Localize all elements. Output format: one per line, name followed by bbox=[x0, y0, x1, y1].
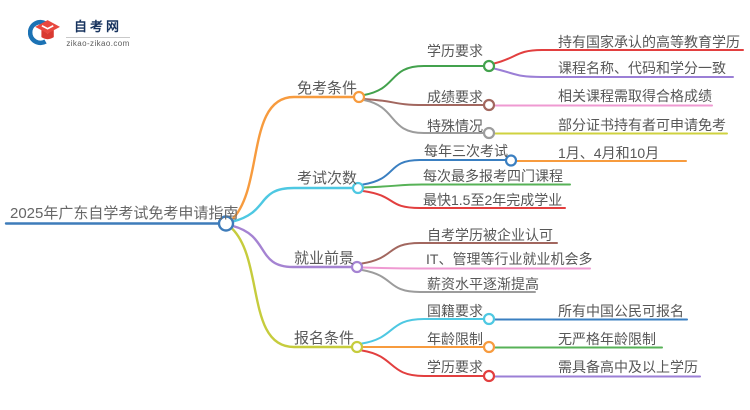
edge-three-exams-per-year bbox=[362, 159, 506, 186]
node-circle-career-prospects bbox=[350, 260, 364, 274]
branch-exemption-conditions: 免考条件 bbox=[297, 80, 358, 97]
edge-course-name-match bbox=[493, 67, 734, 78]
branch-career-prospects: 就业前景 bbox=[294, 250, 355, 267]
edge-fastest-completion bbox=[362, 190, 566, 209]
node-circle-education-requirement bbox=[482, 59, 496, 73]
central-topic: 2025年广东自学考试免考申请指南 bbox=[10, 205, 239, 222]
node-circle-nationality-requirement bbox=[482, 312, 496, 326]
edge-education-requirement bbox=[363, 65, 484, 96]
node-circle-special-cases bbox=[482, 126, 496, 140]
leaf-exam-months: 1月、4月和10月 bbox=[558, 145, 660, 161]
site-logo: 自考网 zikao-zikao.com bbox=[28, 16, 130, 48]
leaf-state-recognized-degree: 持有国家承认的高等教育学历 bbox=[558, 34, 740, 50]
node-age-limit: 年龄限制 bbox=[427, 331, 483, 347]
leaf-all-citizens: 所有中国公民可报名 bbox=[558, 303, 684, 319]
node-circle-exam-frequency bbox=[351, 181, 365, 195]
edge-education-requirement-reg bbox=[361, 349, 484, 377]
edge-industry-opportunities bbox=[361, 266, 591, 270]
edge-exemption-conditions bbox=[230, 95, 355, 221]
node-fastest-completion: 最快1.5至2年完成学业 bbox=[423, 192, 563, 208]
node-degree-recognized: 自考学历被企业认可 bbox=[427, 227, 553, 243]
node-education-requirement: 学历要求 bbox=[427, 43, 483, 59]
branch-exam-frequency: 考试次数 bbox=[297, 170, 358, 187]
edge-salary-growth bbox=[361, 269, 536, 293]
edge-special-cases bbox=[363, 99, 484, 134]
leaf-passing-grades: 相关课程需取得合格成绩 bbox=[558, 88, 712, 104]
node-three-exams-per-year: 每年三次考试 bbox=[424, 143, 508, 159]
node-salary-growth: 薪资水平逐渐提高 bbox=[427, 276, 539, 292]
edge-registration-conditions bbox=[230, 227, 353, 349]
node-special-cases: 特殊情况 bbox=[427, 118, 483, 134]
node-circle-education-requirement-reg bbox=[482, 369, 496, 383]
node-max-four-courses: 每次最多报考四门课程 bbox=[423, 168, 563, 184]
leaf-high-school-required: 需具备高中及以上学历 bbox=[558, 359, 698, 375]
edge-state-recognized-degree bbox=[493, 49, 744, 65]
edge-exam-frequency bbox=[231, 186, 354, 223]
logo-title: 自考网 bbox=[73, 19, 122, 34]
edge-career-prospects bbox=[231, 224, 353, 269]
node-circle-age-limit bbox=[482, 340, 496, 354]
node-circle-exemption-conditions bbox=[352, 90, 366, 104]
graduation-cap-logo-icon bbox=[28, 19, 60, 45]
branch-registration-conditions: 报名条件 bbox=[294, 330, 355, 347]
node-education-requirement-reg: 学历要求 bbox=[427, 359, 483, 375]
edge-nationality-requirement bbox=[361, 318, 484, 345]
logo-domain: zikao-zikao.com bbox=[66, 39, 130, 48]
leaf-certificate-holders: 部分证书持有者可申请免考 bbox=[558, 117, 726, 133]
node-circle-registration-conditions bbox=[350, 340, 364, 354]
edge-degree-recognized bbox=[361, 242, 558, 265]
leaf-no-strict-age: 无严格年龄限制 bbox=[558, 331, 656, 347]
logo-divider bbox=[66, 37, 130, 38]
node-nationality-requirement: 国籍要求 bbox=[427, 303, 483, 319]
leaf-course-name-match: 课程名称、代码和学分一致 bbox=[558, 60, 726, 76]
logo-text: 自考网 zikao-zikao.com bbox=[66, 16, 130, 48]
edge-max-four-courses bbox=[362, 183, 571, 189]
node-grade-requirement: 成绩要求 bbox=[427, 89, 483, 105]
node-circle-grade-requirement bbox=[482, 98, 496, 112]
node-industry-opportunities: IT、管理等行业就业机会多 bbox=[426, 251, 593, 267]
node-circle-three-exams-per-year bbox=[504, 154, 518, 167]
central-node-circle bbox=[217, 215, 235, 232]
edge-grade-requirement bbox=[363, 98, 484, 106]
